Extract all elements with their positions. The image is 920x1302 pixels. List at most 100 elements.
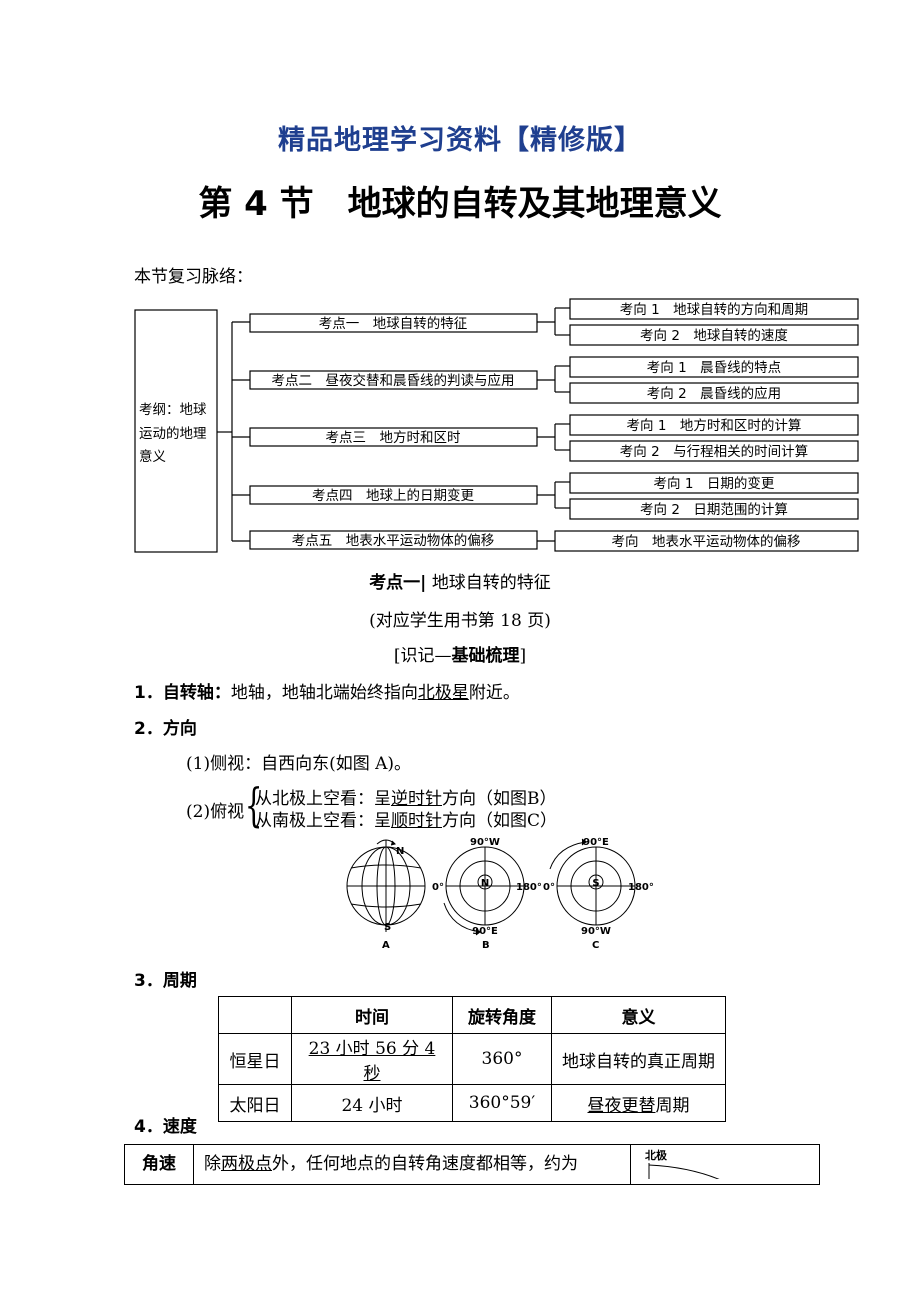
outline-sub-box bbox=[569, 440, 859, 462]
table-row: 太阳日 24 小时 360°59′ 昼夜更替周期 bbox=[218, 1084, 726, 1122]
table-header: 时间 bbox=[291, 996, 453, 1034]
speed-table: 角速 除两极点外，任何地点的自转角速度都相等，约为 北极 bbox=[124, 1144, 820, 1185]
outline-root-line: 运动的地理 bbox=[139, 426, 207, 442]
outline-sub-label: 考向 2 日期范围的计算 bbox=[640, 502, 788, 518]
item-text: 地轴，地轴北端始终指向 bbox=[230, 683, 418, 703]
outline-sub-box bbox=[569, 324, 859, 346]
outline-sub-label: 考向 2 晨昏线的应用 bbox=[647, 385, 781, 402]
outline-sub-box bbox=[569, 356, 859, 378]
fig-caption: A bbox=[382, 940, 390, 951]
cell-text: 除 bbox=[204, 1154, 221, 1174]
fig-label: 180° bbox=[628, 882, 654, 893]
fig-label: 0° bbox=[432, 882, 444, 893]
table-cell: 24 小时 bbox=[291, 1084, 453, 1122]
item-text: 方向（如图C） bbox=[442, 811, 558, 831]
outline-root-line: 考纲：地球 bbox=[139, 402, 207, 418]
globe-south-view bbox=[549, 838, 636, 926]
outline-root-line: 意义 bbox=[139, 448, 166, 465]
fig-label: 0° bbox=[543, 882, 555, 893]
table-cell: 360° bbox=[452, 1033, 552, 1085]
outline-point-box bbox=[249, 313, 538, 333]
intro-text: 本节复习脉络： bbox=[134, 267, 253, 287]
cell-text: 周期 bbox=[655, 1095, 690, 1116]
item-title: 周期 bbox=[162, 971, 197, 991]
fig-label: N bbox=[396, 846, 404, 857]
tag-bold: 基础梳理 bbox=[451, 646, 520, 666]
fig-label: S bbox=[384, 922, 391, 933]
top-view-south: 从南极上空看：呈顺时针方向（如图C） bbox=[255, 806, 557, 831]
rotation-figures: N S A 90°W 90°E 0° 180° N B 90°E 90°W 0°… bbox=[346, 837, 654, 951]
outline-diagram: 考纲：地球 运动的地理 意义 考点一 地球自转的特征 考点二 昼夜交替和晨昏线的… bbox=[134, 298, 859, 553]
table-cell: 北极 bbox=[630, 1144, 820, 1185]
outline-sub-label: 考向 地表水平运动物体的偏移 bbox=[612, 534, 801, 550]
outline-sub-label: 考向 1 地方时和区时的计算 bbox=[627, 418, 802, 434]
outline-sub-label: 考向 1 晨昏线的特点 bbox=[647, 360, 781, 376]
outline-sub-label: 考向 2 地球自转的速度 bbox=[640, 328, 788, 344]
section-heading-num: 考点一| bbox=[369, 573, 427, 593]
outline-sub-label: 考向 1 日期的变更 bbox=[654, 476, 775, 492]
table-cell: 太阳日 bbox=[218, 1084, 292, 1122]
table-header: 意义 bbox=[551, 996, 726, 1034]
fill-blank: 昼夜更替 bbox=[587, 1095, 656, 1116]
top-view-north: 从北极上空看：呈逆时针方向（如图B） bbox=[255, 784, 557, 809]
item-number: 4． bbox=[134, 1117, 163, 1137]
item-text: 附近。 bbox=[468, 683, 520, 703]
table-row: 恒星日 23 小时 56 分 4 秒 360° 地球自转的真正周期 bbox=[218, 1033, 726, 1085]
page-header: 精品地理学习资料【精修版】 bbox=[278, 125, 642, 156]
fig-label: 90°W bbox=[581, 926, 611, 937]
fig-label: 90°W bbox=[470, 837, 500, 848]
table-cell: 地球自转的真正周期 bbox=[551, 1033, 726, 1085]
item-period: 3．周期 bbox=[134, 966, 197, 991]
table-header: 旋转角度 bbox=[452, 996, 552, 1034]
speed-figure: 北极 bbox=[645, 1148, 724, 1182]
fig-label: 90°E bbox=[583, 837, 609, 848]
fig-label: S bbox=[592, 878, 599, 889]
fill-blank: 北极星 bbox=[417, 683, 469, 703]
section-heading-text: 地球自转的特征 bbox=[431, 573, 551, 593]
section-heading: 考点一| 地球自转的特征 bbox=[0, 568, 920, 593]
fill-blank: 顺时针 bbox=[391, 811, 442, 831]
outline-sub-box bbox=[569, 414, 859, 436]
outline-point-label: 考点二 昼夜交替和晨昏线的判读与应用 bbox=[272, 372, 515, 389]
item-number: 1． bbox=[134, 683, 163, 703]
outline-point-label: 考点五 地表水平运动物体的偏移 bbox=[292, 533, 495, 549]
table-cell: 360°59′ bbox=[452, 1084, 552, 1122]
item-number: 2． bbox=[134, 719, 163, 739]
item-title: 方向 bbox=[162, 719, 197, 739]
globe-north-view bbox=[443, 846, 525, 936]
outline-sub-label: 考向 1 地球自转的方向和周期 bbox=[620, 302, 808, 318]
fill-blank: 逆时针 bbox=[391, 789, 442, 809]
brace-icon: { bbox=[244, 778, 263, 832]
table-cell: 昼夜更替周期 bbox=[551, 1084, 726, 1122]
tag-prefix: [识记— bbox=[393, 646, 452, 666]
outline-sub-box bbox=[554, 530, 859, 552]
outline-sub-box bbox=[569, 298, 859, 320]
table-header: 角速 bbox=[124, 1144, 194, 1185]
fig-label: 北极 bbox=[645, 1148, 668, 1162]
item-speed: 4．速度 bbox=[134, 1112, 197, 1137]
fig-caption: C bbox=[592, 940, 599, 951]
outline-sub-box bbox=[569, 472, 859, 494]
outline-point-label: 考点四 地球上的日期变更 bbox=[312, 488, 474, 504]
item-title: 速度 bbox=[162, 1117, 197, 1137]
fig-label: 90°E bbox=[472, 926, 498, 937]
table-cell: 23 小时 56 分 4 秒 bbox=[291, 1033, 453, 1085]
table-header bbox=[218, 996, 292, 1034]
period-table: 时间 旋转角度 意义 恒星日 23 小时 56 分 4 秒 360° 地球自转的… bbox=[218, 996, 726, 1122]
cell-text: 外，任何地点的自转角速度都相等，约为 bbox=[272, 1154, 578, 1174]
fig-caption: B bbox=[482, 940, 490, 951]
cell-text: 地球自转的真正周期 bbox=[562, 1051, 715, 1072]
page-title: 第 4 节 地球的自转及其地理意义 bbox=[198, 184, 722, 224]
item-text: 方向（如图B） bbox=[442, 789, 557, 809]
fig-label: 180° bbox=[516, 882, 542, 893]
item-number: 3． bbox=[134, 971, 163, 991]
section-tag: [识记—基础梳理] bbox=[0, 641, 920, 666]
book-reference: (对应学生用书第 18 页) bbox=[369, 611, 551, 631]
tag-suffix: ] bbox=[519, 646, 527, 666]
fill-blank: 两极点 bbox=[221, 1154, 272, 1174]
table-row: 角速 除两极点外，任何地点的自转角速度都相等，约为 北极 bbox=[124, 1144, 820, 1185]
item-title: 自转轴： bbox=[162, 683, 231, 703]
table-cell: 恒星日 bbox=[218, 1033, 292, 1085]
outline-sub-box bbox=[569, 498, 859, 520]
outline-sub-box bbox=[569, 382, 859, 404]
